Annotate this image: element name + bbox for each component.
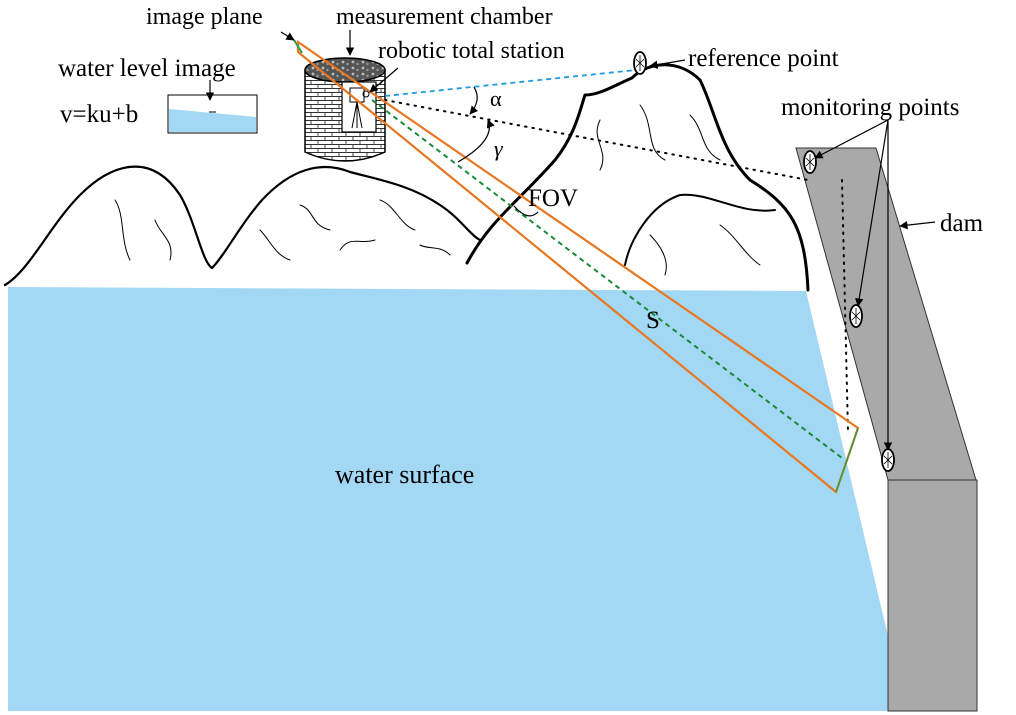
label-monitoring-points: monitoring points: [781, 94, 959, 121]
prism-reflector-icon: [881, 448, 895, 472]
dam: [795, 147, 978, 712]
label-gamma: γ: [494, 136, 504, 161]
label-equation: v=ku+b: [60, 101, 138, 128]
arrow-reference-point: [649, 59, 686, 69]
label-water-surface: water surface: [335, 460, 474, 489]
reference-line: [384, 69, 637, 97]
fov-far-edge: [835, 427, 859, 493]
mountain-ridge: [3, 165, 482, 287]
mountain-front: [465, 63, 810, 292]
station-window: [341, 81, 377, 133]
alpha-arc: [469, 86, 479, 115]
label-measurement-chamber: measurement chamber: [336, 4, 553, 30]
monitoring-point-prism-3: [881, 448, 895, 472]
label-alpha: α: [490, 86, 502, 111]
monitoring-point-prism-2: [849, 304, 863, 328]
mountain-back: [624, 193, 776, 266]
mountains: [3, 63, 810, 292]
reference-point-prism: [633, 51, 647, 75]
dam-base: [887, 479, 978, 712]
inset-water: [169, 109, 256, 132]
arrow-robotic-total-station: [369, 67, 399, 93]
label-dam: dam: [940, 210, 984, 237]
prism-reflector-icon: [849, 304, 863, 328]
angle-arcs: [457, 86, 539, 217]
label-reference-point: reference point: [688, 45, 839, 72]
prism-reflector-icon: [803, 150, 817, 174]
water-level-image-inset: [167, 94, 258, 134]
image-plane: [293, 39, 303, 54]
label-image-plane: image plane: [146, 4, 263, 30]
gamma-arc: [457, 119, 495, 163]
label-fov: FOV: [528, 185, 578, 212]
prism-reflector-icon: [633, 51, 647, 75]
water-surface: [8, 287, 888, 711]
label-s: S: [646, 307, 660, 334]
tower-roof: [304, 57, 386, 83]
arrow-monitoring-1: [814, 119, 889, 159]
arrow-monitoring-2: [855, 119, 889, 307]
arrow-dam: [899, 220, 936, 230]
monitoring-line-main: [384, 99, 809, 181]
leader-arrows: [205, 30, 936, 451]
terrain-strokes: [114, 104, 761, 276]
label-water-level-image: water level image: [58, 55, 236, 82]
arrow-image-plane: [280, 31, 295, 41]
label-robotic-total-station: robotic total station: [378, 38, 565, 64]
monitoring-line-vertical: [841, 179, 849, 433]
fov-arc: [513, 205, 539, 217]
monitoring-point-prism-1: [803, 150, 817, 174]
